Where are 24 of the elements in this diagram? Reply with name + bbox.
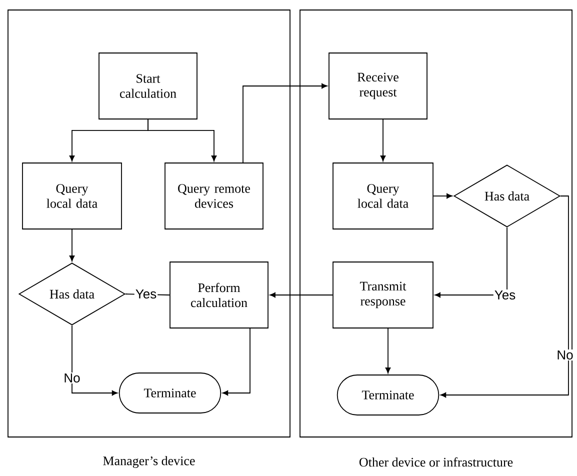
arrow [434,227,508,298]
process-box: Query local data [22,162,122,230]
process-box: Receive request [328,52,428,120]
panel-caption: Manager’s device [103,456,195,468]
edge-label: No [556,349,574,361]
arrow [433,193,452,199]
edge-label: Yes [493,289,517,301]
arrow [72,325,118,396]
arrow [270,292,333,298]
edge-label: Yes [134,288,158,300]
process-box: Query local data [332,162,434,230]
arrow [380,119,386,162]
edge-label: No [62,372,82,384]
process-box: Start calculation [98,52,198,120]
arrow [440,196,569,398]
arrow [385,328,391,374]
arrow [148,119,217,162]
arrow [242,83,328,163]
process-box: Perform calculation [170,262,268,328]
process-box: Transmit response [332,262,434,328]
arrow [222,328,250,396]
arrow [69,229,75,262]
panel-caption: Other device or infrastructure [359,457,513,467]
process-box: Query remote devices [164,162,264,230]
